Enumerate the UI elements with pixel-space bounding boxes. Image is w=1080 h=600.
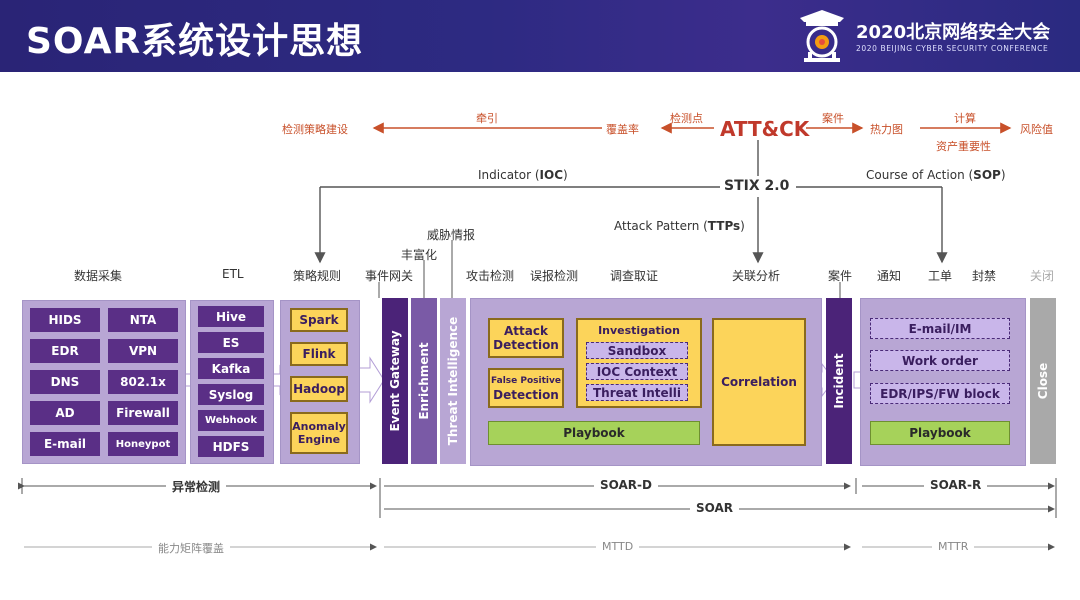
attack-framework-label: ATT&CK [720, 117, 810, 141]
ioc-context-box: IOC Context [586, 363, 688, 380]
col-label-incident: 案件 [828, 269, 853, 283]
engine-spark: Spark [290, 308, 348, 332]
false-positive-detection-box: False Positive Detection [488, 368, 564, 408]
etl-kafka: Kafka [198, 358, 264, 379]
col-label-false-positive: 误报检测 [530, 269, 579, 283]
sandbox-box: Sandbox [586, 342, 688, 359]
detection-point-label: 检测点 [670, 112, 703, 125]
detection-strategy-label: 检测策略建设 [282, 123, 348, 136]
header-bar [0, 0, 1080, 72]
calculate-label: 计算 [954, 112, 976, 125]
source-nta: NTA [108, 308, 178, 332]
engine-anomaly: Anomaly Engine [290, 412, 348, 454]
soar-label: SOAR [690, 501, 740, 515]
asset-importance-label: 资产重要性 [936, 140, 991, 153]
col-label-notify: 通知 [877, 269, 902, 283]
col-label-block: 封禁 [972, 269, 997, 283]
edr-ips-fw-block-box: EDR/IPS/FW block [870, 383, 1010, 404]
etl-hdfs: HDFS [198, 436, 264, 457]
email-im-box: E-mail/IM [870, 318, 1010, 339]
traction-label: 牵引 [476, 112, 498, 125]
attack-pattern-label: Attack Pattern (TTPs) [614, 219, 745, 233]
col-label-close: 关闭 [1030, 269, 1055, 283]
col-label-enrichment: 丰富化 [401, 248, 438, 262]
col-label-data-collection: 数据采集 [74, 269, 123, 283]
conference-name: 2020北京网络安全大会 [856, 22, 1051, 43]
stix-label: STIX 2.0 [724, 178, 790, 194]
etl-hive: Hive [198, 306, 264, 327]
source-edr: EDR [30, 339, 100, 363]
engine-flink: Flink [290, 342, 348, 366]
threat-intelligence-bar: Threat Intelligence [440, 298, 466, 464]
threat-intelli-box: Threat Intelli [586, 384, 688, 401]
capability-matrix-label: 能力矩阵覆盖 [152, 540, 230, 556]
enrichment-bar: Enrichment [411, 298, 437, 464]
source-vpn: VPN [108, 339, 178, 363]
col-label-event-gateway: 事件网关 [365, 269, 414, 283]
source-8021x: 802.1x [108, 370, 178, 394]
source-email: E-mail [30, 432, 100, 456]
source-hids: HIDS [30, 308, 100, 332]
indicator-label: Indicator (IOC) [478, 168, 568, 182]
event-gateway-bar: Event Gateway [382, 298, 408, 464]
col-label-rules: 策略规则 [293, 269, 342, 283]
risk-value-label: 风险值 [1020, 123, 1053, 136]
conference-subtitle: 2020 BEIJING CYBER SECURITY CONFERENCE [856, 44, 1049, 53]
attack-detection-box: Attack Detection [488, 318, 564, 358]
etl-es: ES [198, 332, 264, 353]
etl-syslog: Syslog [198, 384, 264, 405]
source-ad: AD [30, 401, 100, 425]
mttd-label: MTTD [596, 540, 640, 553]
col-label-attack-detect: 攻击检测 [466, 269, 515, 283]
soar-r-playbook: Playbook [870, 421, 1010, 445]
col-label-workorder: 工单 [928, 269, 953, 283]
etl-webhook: Webhook [198, 410, 264, 431]
work-order-box: Work order [870, 350, 1010, 371]
soar-d-playbook: Playbook [488, 421, 700, 445]
conference-logo-icon [800, 10, 844, 62]
correlation-box: Correlation [712, 318, 806, 446]
source-firewall: Firewall [108, 401, 178, 425]
page-title: SOAR系统设计思想 [26, 21, 364, 62]
source-honeypot: Honeypot [108, 432, 178, 456]
course-of-action-label: Course of Action (SOP) [866, 168, 1006, 182]
col-label-correlation: 关联分析 [732, 269, 781, 283]
soar-d-label: SOAR-D [594, 478, 658, 492]
anomaly-detection-label: 异常检测 [166, 478, 227, 495]
col-label-threat-intel: 威胁情报 [427, 228, 476, 242]
col-label-etl: ETL [222, 267, 244, 281]
coverage-label: 覆盖率 [606, 123, 639, 136]
heatmap-label: 热力图 [870, 123, 903, 136]
soar-r-label: SOAR-R [924, 478, 988, 492]
case-label: 案件 [822, 112, 844, 125]
close-bar: Close [1030, 298, 1056, 464]
incident-bar: Incident [826, 298, 852, 464]
mttr-label: MTTR [932, 540, 975, 553]
engine-hadoop: Hadoop [290, 376, 348, 402]
col-label-investigation: 调查取证 [610, 269, 659, 283]
source-dns: DNS [30, 370, 100, 394]
